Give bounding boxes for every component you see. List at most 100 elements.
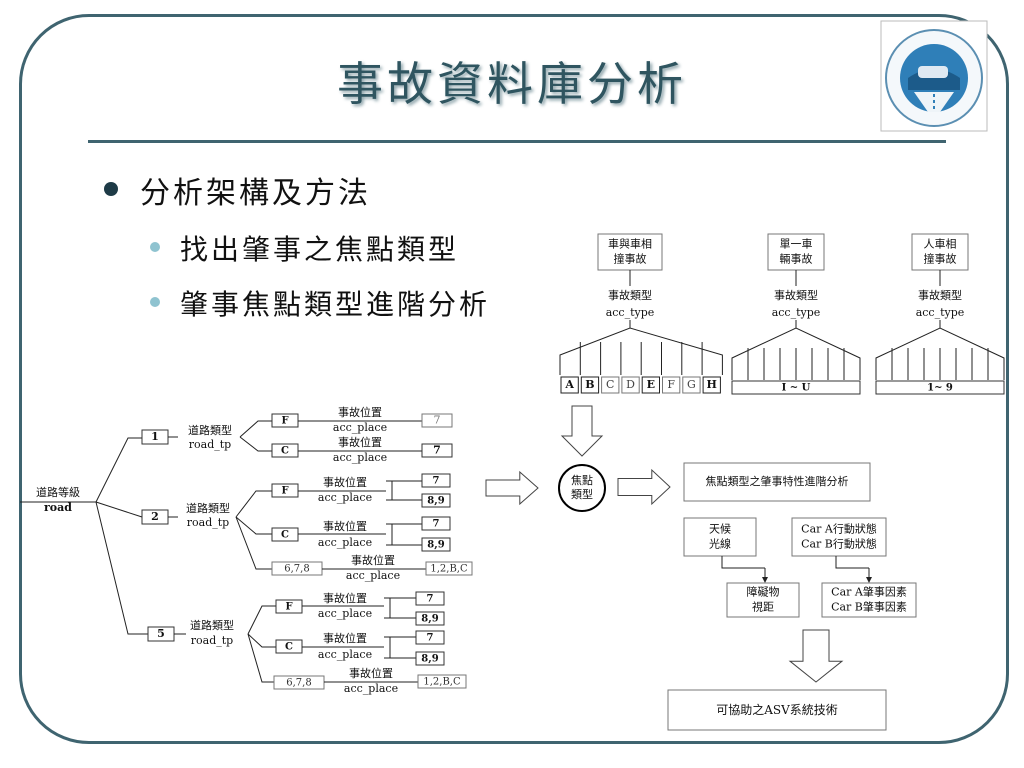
acc-place-sub: acc_place <box>333 451 387 464</box>
value-box-5-678-rect <box>417 674 467 689</box>
acc-place-label: 事故位置 <box>338 405 382 419</box>
obstacle-box-rect <box>726 582 800 618</box>
right-arrow-to-analysis <box>617 468 671 506</box>
acc-type-box-3-text: 人車相撞事故 <box>924 237 957 266</box>
acc-place-sub: acc_place <box>346 569 400 582</box>
connector-line <box>235 516 272 570</box>
type-box-2C-text: C <box>281 529 289 540</box>
value-box-2F-a-rect <box>421 473 451 488</box>
final-box-text: 可協助之ASV系統技術 <box>716 702 838 717</box>
bullet-dot <box>104 182 118 196</box>
type-box-1C-text: C <box>281 445 289 456</box>
acc-type-cell-F-rect <box>662 376 681 394</box>
road-tp-label-1: 道路類型 <box>188 423 232 437</box>
acc-type-label-3: 事故類型 <box>918 288 962 302</box>
acc-type-sub-3: acc_type <box>916 306 965 319</box>
acc-type-cell-A-text: A <box>564 378 574 391</box>
acc-place-sub: acc_place <box>318 491 372 504</box>
root-branch-1 <box>95 437 142 503</box>
arrowhead <box>866 577 872 583</box>
acc-type-cell-G-rect <box>682 376 701 394</box>
value-box-5C-a-text: 7 <box>427 632 434 643</box>
down-arrow-to-final <box>788 629 844 683</box>
value-box-5C-b-text: 8,9 <box>421 653 438 664</box>
value-box-1F-text: 7 <box>434 414 441 427</box>
road-tp-label-5: 道路類型 <box>190 618 234 632</box>
weather-box-rect <box>683 517 757 557</box>
road-tp-sub-5: road_tp <box>191 634 233 647</box>
acc-type-range-3-text: 1~ 9 <box>927 382 953 393</box>
down-arrow-to-focus <box>560 405 604 457</box>
acc-type-range-2-rect <box>731 380 861 395</box>
connector-line <box>721 556 765 569</box>
level-box-5-text: 5 <box>157 627 165 640</box>
fan-outline-2 <box>731 327 861 380</box>
acc-type-label-2: 事故類型 <box>774 288 818 302</box>
acc-type-range-3-rect <box>875 380 1005 395</box>
acc-type-cell-H-rect <box>702 376 721 394</box>
acc-type-box-2-text: 單一車輛事故 <box>780 237 813 266</box>
connector-line <box>384 636 391 659</box>
value-box-5C-a-rect <box>415 630 445 645</box>
connector-line <box>835 556 869 569</box>
acc-type-box-1-rect <box>597 233 663 271</box>
car-action-box-rect <box>791 517 887 557</box>
value-box-5F-b-rect <box>415 611 445 626</box>
level-box-2-text: 2 <box>151 510 159 523</box>
acc-type-cell-C-rect <box>601 376 620 394</box>
value-box-1C-text: 7 <box>433 444 441 457</box>
acc-type-sub-2: acc_type <box>772 306 821 319</box>
root-branch-5 <box>95 501 148 635</box>
acc-type-cell-H-text: H <box>707 378 717 391</box>
connector-line <box>235 516 272 535</box>
road-tp-label-2: 道路類型 <box>186 501 230 515</box>
acc-type-cell-A-rect <box>560 376 579 394</box>
value-box-1C-rect <box>421 443 453 458</box>
acc-type-cell-D-rect <box>621 376 640 394</box>
acc-place-sub: acc_place <box>333 421 387 434</box>
value-box-5C-b-rect <box>415 651 445 666</box>
analysis-top-box-text: 焦點類型之肇事特性進階分析 <box>706 474 849 488</box>
focus-circle <box>558 464 606 512</box>
acc-place-label: 事故位置 <box>323 475 367 489</box>
acc-place-label: 事故位置 <box>323 519 367 533</box>
value-box-2C-b-rect <box>421 537 451 552</box>
car-factor-box-rect <box>821 582 917 618</box>
bullet-dot <box>150 242 160 252</box>
acc-place-sub: acc_place <box>318 536 372 549</box>
acc-type-range-2-text: I ~ U <box>782 382 811 393</box>
value-box-2F-b-rect <box>421 493 451 508</box>
acc-place-label: 事故位置 <box>323 631 367 645</box>
title-divider <box>88 140 946 143</box>
obstacle-box-text: 障礙物視距 <box>747 585 780 614</box>
value-box-5F-b-text: 8,9 <box>421 613 438 624</box>
analysis-top-box-rect <box>683 462 871 502</box>
acc-type-cell-F-text: F <box>667 378 675 391</box>
bullet-dot <box>150 297 160 307</box>
connector-line <box>247 605 276 635</box>
final-box-rect <box>667 689 887 731</box>
acc-type-cell-G-text: G <box>687 378 696 391</box>
connector-line <box>239 420 272 438</box>
value-box-2F-a-text: 7 <box>433 475 440 486</box>
acc-type-box-3-rect <box>911 233 969 271</box>
acc-type-cell-E-rect <box>641 376 661 394</box>
right-arrow-to-focus <box>485 470 539 506</box>
acc-type-sub-1: acc_type <box>606 306 655 319</box>
acc-type-label-1: 事故類型 <box>608 288 652 302</box>
value-box-2C-a-rect <box>421 516 451 531</box>
connector-line <box>247 633 274 683</box>
acc-place-label: 事故位置 <box>323 591 367 605</box>
value-box-5-678-text: 1,2,B,C <box>423 676 461 687</box>
value-box-2C-b-text: 8,9 <box>427 539 444 550</box>
acc-type-box-2-rect <box>767 233 825 271</box>
root-sub: road <box>44 501 72 514</box>
focus-circle-text: 焦點類型 <box>571 474 593 501</box>
connector-line <box>247 633 276 648</box>
acc-type-cell-E-text: E <box>647 378 655 391</box>
acc-type-cell-D-text: D <box>626 378 635 391</box>
type-box-5-678-text: 6,7,8 <box>286 677 311 688</box>
